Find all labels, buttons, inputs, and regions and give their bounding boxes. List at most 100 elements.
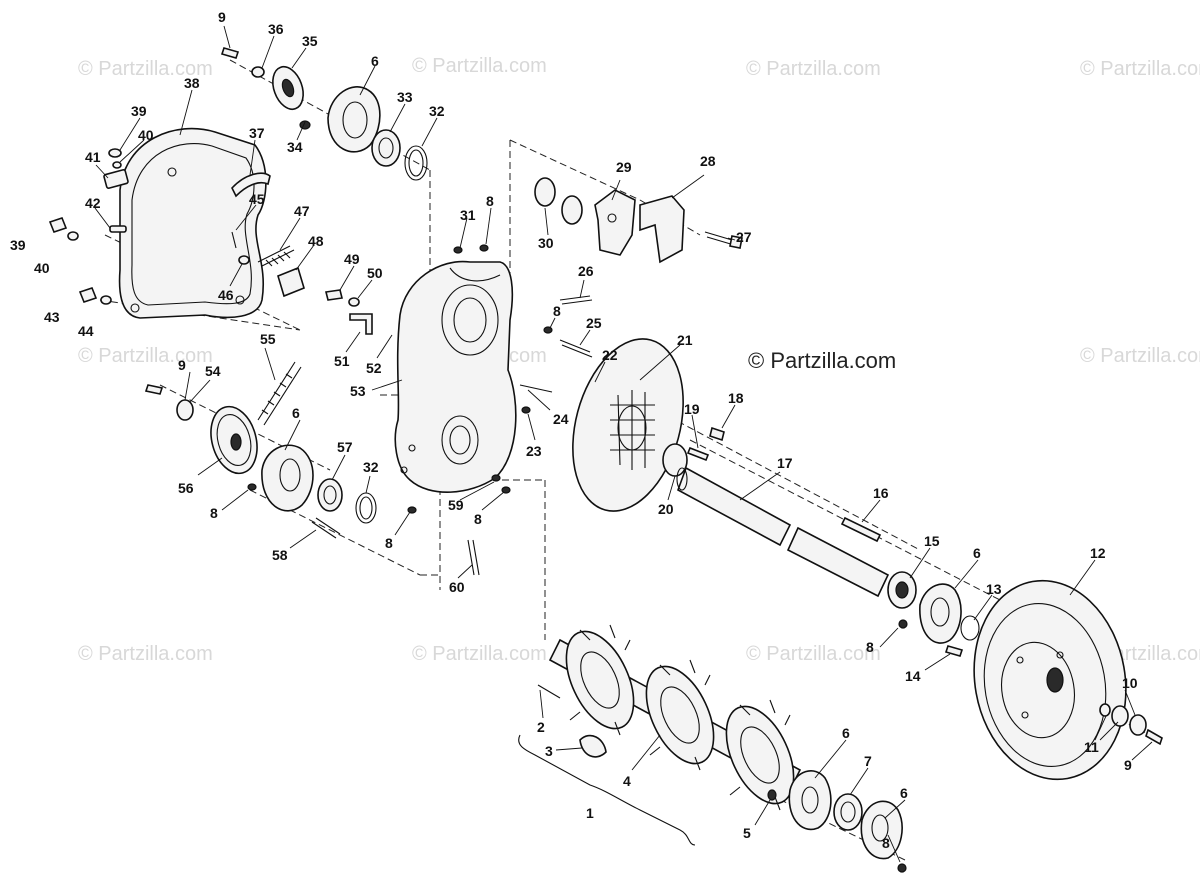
watermark-main: © Partzilla.com <box>748 348 896 373</box>
callout-47: 47 <box>294 203 310 219</box>
watermark-text: © Partzilla.com <box>412 643 547 665</box>
pulley-fasteners <box>1099 703 1163 746</box>
callout-6: 6 <box>371 53 379 69</box>
assembly-bracket <box>518 734 696 846</box>
callout-58: 58 <box>272 547 288 563</box>
callout-37: 37 <box>249 125 265 141</box>
callout-8: 8 <box>553 303 561 319</box>
callout-16: 16 <box>873 485 889 501</box>
callout-26: 26 <box>578 263 594 279</box>
callout-35: 35 <box>302 33 318 49</box>
callout-57: 57 <box>337 439 353 455</box>
watermark-text: © Partzilla.com <box>78 58 213 80</box>
tensioner-parts <box>231 172 305 298</box>
callout-44: 44 <box>78 323 94 339</box>
callout-56: 56 <box>178 480 194 496</box>
callout-9: 9 <box>178 357 186 373</box>
callout-54: 54 <box>205 363 221 379</box>
callout-28: 28 <box>700 153 716 169</box>
watermark-layer: © Partzilla.com © Partzilla.com © Partzi… <box>78 55 1200 665</box>
callout-8: 8 <box>866 639 874 655</box>
callout-25: 25 <box>586 315 602 331</box>
callout-29: 29 <box>616 159 632 175</box>
callout-11: 11 <box>1084 739 1099 755</box>
bracket-fasteners <box>325 289 373 335</box>
top-sprocket <box>220 47 304 111</box>
callout-43: 43 <box>44 309 60 325</box>
callout-24: 24 <box>553 411 569 427</box>
callout-59: 59 <box>448 497 464 513</box>
callout-53: 53 <box>350 383 366 399</box>
callout-7: 7 <box>864 753 872 769</box>
callout-12: 12 <box>1090 545 1106 561</box>
callout-8: 8 <box>486 193 494 209</box>
callout-6: 6 <box>973 545 981 561</box>
callout-9: 9 <box>1124 757 1132 773</box>
callout-19: 19 <box>684 401 700 417</box>
callout-15: 15 <box>924 533 940 549</box>
watermark-text: © Partzilla.com <box>746 58 881 80</box>
callout-21: 21 <box>677 332 693 348</box>
callout-8: 8 <box>882 835 890 851</box>
lower-sprocket <box>144 361 302 475</box>
lower-fasteners <box>407 474 511 576</box>
callout-46: 46 <box>218 287 234 303</box>
callout-3: 3 <box>545 743 553 759</box>
parts-layer <box>48 47 1163 873</box>
callout-14: 14 <box>905 668 921 684</box>
callout-9: 9 <box>218 9 226 25</box>
callout-45: 45 <box>249 191 265 207</box>
callout-52: 52 <box>366 360 382 376</box>
brake-assembly <box>534 177 743 264</box>
chain-case-cover <box>118 127 267 319</box>
lower-bearing-set <box>247 444 377 539</box>
callout-39: 39 <box>10 237 26 253</box>
callout-6: 6 <box>292 405 300 421</box>
callout-13: 13 <box>986 581 1002 597</box>
callout-6: 6 <box>842 725 850 741</box>
callout-8: 8 <box>210 505 218 521</box>
callout-34: 34 <box>287 139 303 155</box>
callout-23: 23 <box>526 443 542 459</box>
watermark-text: © Partzilla.com <box>78 643 213 665</box>
callout-18: 18 <box>728 390 744 406</box>
callout-51: 51 <box>334 353 350 369</box>
watermark-text: © Partzilla.com <box>78 345 213 367</box>
callout-8: 8 <box>385 535 393 551</box>
callout-41: 41 <box>85 149 101 165</box>
watermark-text: © Partzilla.com <box>1080 345 1200 367</box>
callout-17: 17 <box>777 455 793 471</box>
callout-40: 40 <box>34 260 50 276</box>
callout-30: 30 <box>538 235 554 251</box>
brake-disc <box>572 338 725 512</box>
drive-axle <box>537 624 802 811</box>
cover-fasteners <box>48 148 129 305</box>
callout-8: 8 <box>474 511 482 527</box>
watermark-text: © Partzilla.com <box>1080 58 1200 80</box>
top-bearing-set <box>299 86 428 181</box>
callout-42: 42 <box>85 195 101 211</box>
callout-1: 1 <box>586 805 594 821</box>
callout-38: 38 <box>184 75 200 91</box>
callout-49: 49 <box>344 251 360 267</box>
callout-5: 5 <box>743 825 751 841</box>
callout-27: 27 <box>736 229 752 245</box>
callout-36: 36 <box>268 21 284 37</box>
callout-4: 4 <box>623 773 631 789</box>
callout-10: 10 <box>1122 675 1138 691</box>
callout-labels: 9 36 35 6 33 32 34 38 39 40 41 42 39 40 … <box>10 9 1138 851</box>
callout-31: 31 <box>460 207 476 223</box>
callout-20: 20 <box>658 501 674 517</box>
callout-32: 32 <box>429 103 445 119</box>
watermark-text: © Partzilla.com <box>746 643 881 665</box>
right-bearing-set <box>898 583 980 657</box>
leader-lines <box>94 25 1153 863</box>
watermark-text: © Partzilla.com <box>412 55 547 77</box>
callout-60: 60 <box>449 579 465 595</box>
callout-40: 40 <box>138 127 154 143</box>
callout-33: 33 <box>397 89 413 105</box>
callout-50: 50 <box>367 265 383 281</box>
callout-32: 32 <box>363 459 379 475</box>
driven-pulley <box>973 579 1127 781</box>
